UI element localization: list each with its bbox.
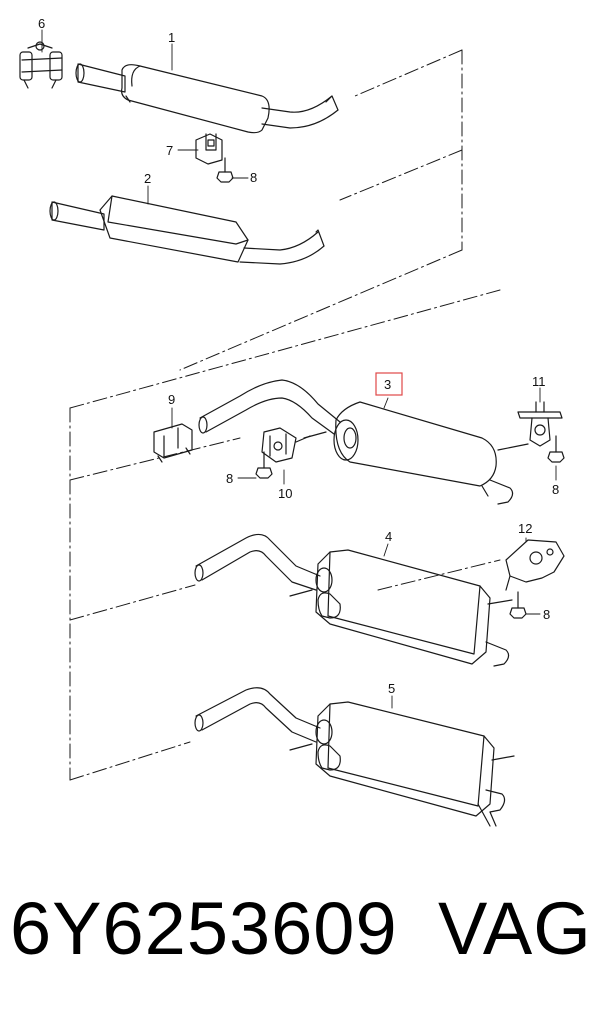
callout-8-mid: 8 [226,471,233,486]
callout-9: 9 [168,392,175,407]
bracket-part-11 [517,401,563,447]
callout-1: 1 [168,30,175,45]
bracket-part-7 [195,133,223,165]
brand-caption: VAG [438,887,592,970]
group-frame-top [69,49,501,781]
bracket-part-10 [261,427,311,463]
callout-5: 5 [388,681,395,696]
bracket-part-12 [505,539,565,591]
rear-silencer-part-4 [194,533,513,667]
callout-8-top: 8 [250,170,257,185]
callout-2: 2 [144,171,151,186]
leader-lines [41,29,557,709]
clamp-part-6 [19,41,63,89]
part-number-caption: 6Y6253609 [10,887,398,970]
bolt-part-8-mid [255,451,273,479]
bolt-part-8-top [216,157,234,183]
callout-12: 12 [518,521,532,536]
rear-silencer-part-5 [194,687,515,827]
callout-3: 3 [384,377,391,392]
callout-4: 4 [385,529,392,544]
clamp-part-9 [153,423,193,463]
callout-11: 11 [532,374,546,389]
callout-8-right: 8 [552,482,559,497]
callout-10: 10 [278,486,292,501]
callout-8-lower: 8 [543,607,550,622]
callout-6: 6 [38,16,45,31]
front-silencer-part-2 [49,195,325,265]
rear-silencer-part-3 [198,379,529,505]
front-silencer-part-1 [75,63,339,134]
bolt-part-8-right [547,435,565,463]
exhaust-parts-diagram: 6 1 7 8 2 3 11 9 8 10 8 12 4 8 5 [19,16,565,827]
callout-3-highlight-box [375,372,403,396]
callout-7: 7 [166,143,173,158]
bolt-part-8-lower [509,591,527,619]
